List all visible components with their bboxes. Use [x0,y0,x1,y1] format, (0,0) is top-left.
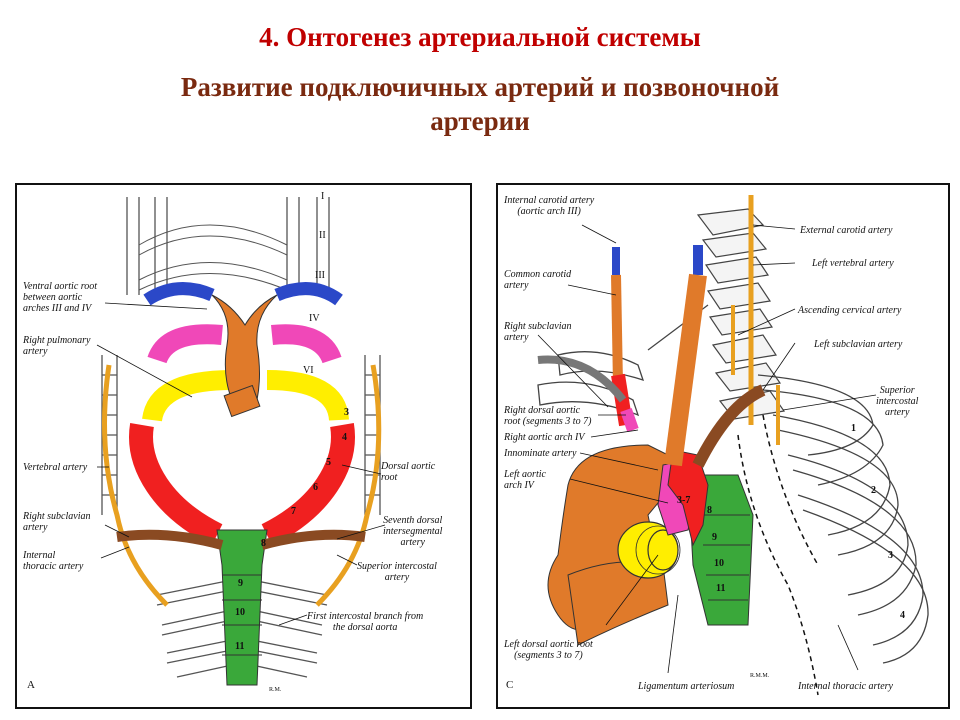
artist-signature-c: R.M.M. [750,673,770,679]
label-internal-carotid-artery: Internal carotid artery (aortic arch III… [504,195,595,217]
label-ligamentum-arteriosum: Ligamentum arteriosum [638,681,735,692]
panel-c-illustration [537,195,929,696]
label-external-carotid-artery: External carotid artery [800,225,893,236]
panel-letter-a: A [27,679,35,691]
segment-number-5: 5 [326,457,331,468]
label-left-dorsal-aortic-root: Left dorsal aortic root (segments 3 to 7… [504,639,593,661]
label-ascending-cervical-artery: Ascending cervical artery [798,305,902,316]
artist-signature-a: R.M. [269,687,282,693]
label-internal-thoracic-artery: Internal thoracic artery [798,681,893,692]
label-dorsal-aortic-root: Dorsal aortic root [381,461,436,483]
label-left-aortic-arch-iv: Left aortic arch IV [504,469,546,491]
label-internal-thoracic-artery: Internal thoracic artery [23,550,84,572]
segment-number-4: 4 [342,432,347,443]
segment-number-7: 7 [291,506,296,517]
rib-number-3: 3 [888,550,893,561]
label-left-subclavian-artery: Left subclavian artery [814,339,903,350]
arch-numeral-iii: III [315,270,325,281]
label-right-pulmonary-artery: Right pulmonary artery [23,335,91,357]
label-right-aortic-arch-iv: Right aortic arch IV [504,432,585,443]
segment-number-3-7: 3-7 [677,495,691,506]
label-superior-intercostal-artery: Superior intercostal artery [876,385,919,418]
arch-numeral-i: I [321,191,325,202]
segment-number-3: 3 [344,407,349,418]
arch-numeral-ii: II [319,230,326,241]
arch-numeral-vi: VI [303,365,314,376]
label-left-vertebral-artery: Left vertebral artery [812,258,894,269]
label-right-subclavian-artery: Right subclavian artery [23,511,91,533]
label-common-carotid-artery: Common carotid artery [504,269,572,291]
arch-numeral-iv: IV [309,313,320,324]
label-superior-intercostal-artery: Superior intercostal artery [357,561,437,583]
slide-subtitle: Развитие подключичных артерий и позвоноч… [180,72,780,136]
segment-number-8: 8 [261,538,266,549]
label-seventh-dorsal-intersegmental-artery: Seventh dorsal intersegmental artery [383,515,443,548]
rib-number-1: 1 [851,423,856,434]
label-innominate-artery: Innominate artery [504,448,577,459]
segment-number-9: 9 [238,578,243,589]
slide-title: 4. Онтогенез артериальной системы [259,22,701,52]
label-first-intercostal-branch: First intercostal branch from the dorsal… [307,611,424,633]
segment-number-11: 11 [235,641,245,652]
label-right-subclavian-artery: Right subclavian artery [504,321,572,343]
diagram-panel-c: 3-7 8 9 10 11 1 2 3 4 Internal carotid a… [496,183,950,709]
segment-number-9: 9 [712,532,717,543]
segment-number-10: 10 [235,607,245,618]
segment-number-11: 11 [716,583,726,594]
segment-number-6: 6 [313,482,318,493]
segment-number-8: 8 [707,505,712,516]
label-right-dorsal-aortic-root: Right dorsal aortic root (segments 3 to … [504,405,592,427]
rib-number-2: 2 [871,485,876,496]
panel-letter-c: C [506,679,514,691]
label-vertebral-artery: Vertebral artery [23,462,88,473]
segment-number-10: 10 [714,558,724,569]
label-ventral-aortic-root: Ventral aortic root between aortic arche… [23,281,98,314]
diagram-panel-a: I II III IV VI 3 4 5 6 7 8 9 10 11 Ventr… [15,183,472,709]
panel-a-illustration [96,197,386,686]
rib-number-4: 4 [900,610,905,621]
